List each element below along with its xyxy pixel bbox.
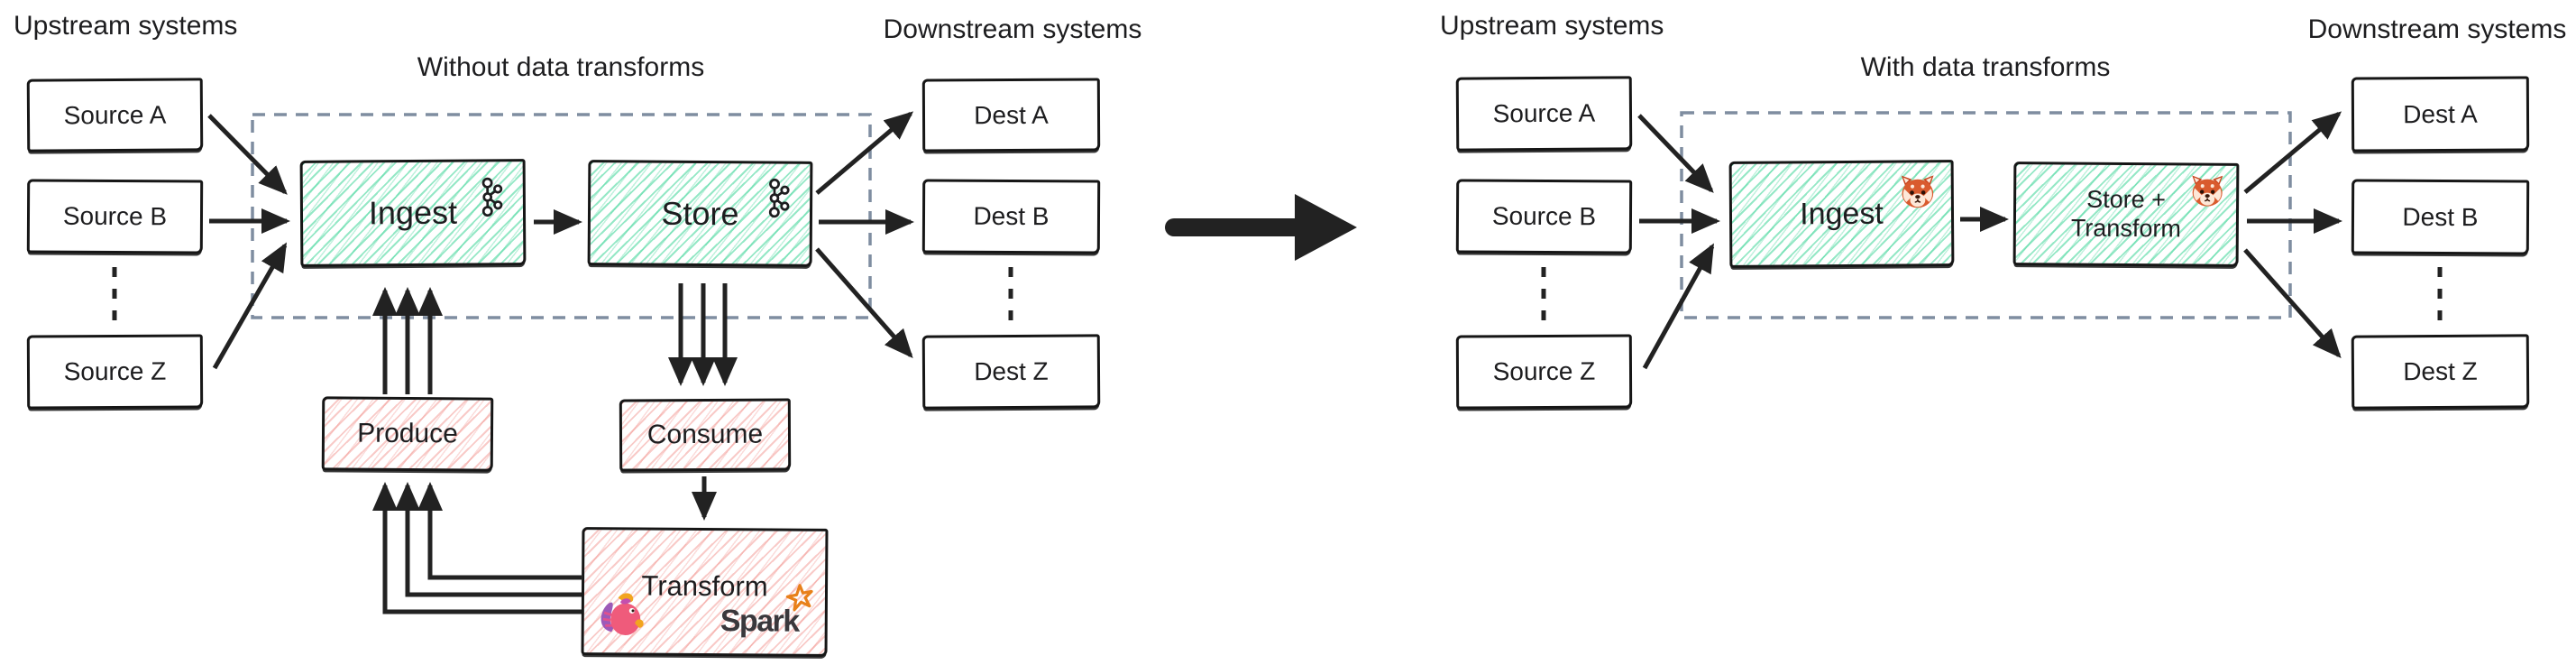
left-dest-b-label: Dest B: [973, 201, 1050, 231]
right-store-transform-box: Store + Transform: [2012, 162, 2240, 267]
spark-star-icon: [785, 584, 814, 619]
left-downstream-systems-label: Downstream systems: [883, 14, 1142, 44]
right-source-b-label: Source B: [1491, 201, 1597, 231]
right-dest-a-box: Dest A: [2351, 76, 2530, 152]
left-source-b-label: Source B: [62, 201, 168, 231]
right-diagram-title: With data transforms: [1860, 52, 2111, 82]
kafka-icon: [478, 176, 505, 226]
left-source-z-label: Source Z: [63, 356, 167, 386]
left-upstream-systems-label: Upstream systems: [14, 11, 238, 41]
redpanda-icon: [1899, 173, 1937, 217]
left-dest-a-box: Dest A: [921, 78, 1101, 152]
transform-box: Transform Spark: [581, 527, 829, 657]
flink-icon: [597, 588, 644, 645]
right-source-b-box: Source B: [1455, 179, 1633, 254]
right-store-transform-line1: Store +: [2086, 185, 2167, 213]
right-ingest-box: Ingest: [1728, 160, 1955, 268]
left-store-label: Store: [661, 194, 739, 232]
arrow-store-transform-to-dest-a: [2243, 111, 2342, 194]
left-store-box: Store: [587, 160, 813, 267]
right-source-a-label: Source A: [1492, 98, 1596, 128]
arrow-left-source-z-to-ingest: [212, 242, 288, 370]
right-store-transform-line2: Transform: [2070, 214, 2181, 242]
arrow-left-source-a-to-ingest: [207, 114, 288, 195]
right-store-transform-label: Store + Transform: [2071, 185, 2181, 244]
right-downstream-systems-label: Downstream systems: [2307, 14, 2567, 44]
right-dest-a-label: Dest A: [2403, 99, 2478, 128]
produce-box: Produce: [321, 396, 494, 472]
consume-box: Consume: [619, 398, 792, 472]
redpanda-icon: [2189, 173, 2225, 214]
left-diagram-title: Without data transforms: [417, 52, 705, 82]
arrow-store-transform-to-dest-z: [2243, 248, 2342, 358]
arrow-transform-to-produce-1: [417, 481, 582, 580]
spark-logo: Spark: [720, 584, 813, 640]
arrow-store-to-dest-z: [815, 247, 913, 359]
left-source-a-box: Source A: [26, 78, 204, 152]
right-dest-b-box: Dest B: [2351, 179, 2530, 255]
left-source-b-box: Source B: [26, 179, 204, 254]
consume-label: Consume: [646, 419, 764, 450]
produce-label: Produce: [357, 418, 458, 449]
left-source-z-box: Source Z: [26, 334, 204, 410]
arrow-right-source-a-to-ingest: [1637, 114, 1714, 193]
right-dest-z-box: Dest Z: [2351, 334, 2530, 410]
left-ingest-box: Ingest: [299, 159, 527, 267]
right-ingest-label: Ingest: [1800, 196, 1884, 231]
left-ingest-label: Ingest: [368, 193, 458, 232]
arrow-transform-to-produce-2: [395, 481, 582, 597]
right-dest-b-label: Dest B: [2402, 202, 2479, 231]
right-source-a-box: Source A: [1455, 76, 1633, 152]
left-dest-z-label: Dest Z: [974, 356, 1049, 386]
right-source-z-box: Source Z: [1455, 334, 1633, 410]
left-dest-z-box: Dest Z: [921, 334, 1101, 410]
left-dest-b-box: Dest B: [921, 179, 1101, 254]
big-transition-arrow: [1165, 194, 1357, 261]
right-source-z-label: Source Z: [1492, 356, 1596, 386]
right-dest-z-label: Dest Z: [2403, 356, 2478, 386]
left-dest-a-label: Dest A: [974, 100, 1049, 129]
arrow-store-to-dest-a: [815, 111, 914, 195]
right-upstream-systems-label: Upstream systems: [1440, 11, 1664, 41]
arrow-right-source-z-to-ingest: [1642, 243, 1715, 370]
arrow-transform-to-produce-3: [372, 481, 582, 614]
kafka-icon: [765, 178, 792, 227]
left-source-a-label: Source A: [63, 100, 167, 129]
